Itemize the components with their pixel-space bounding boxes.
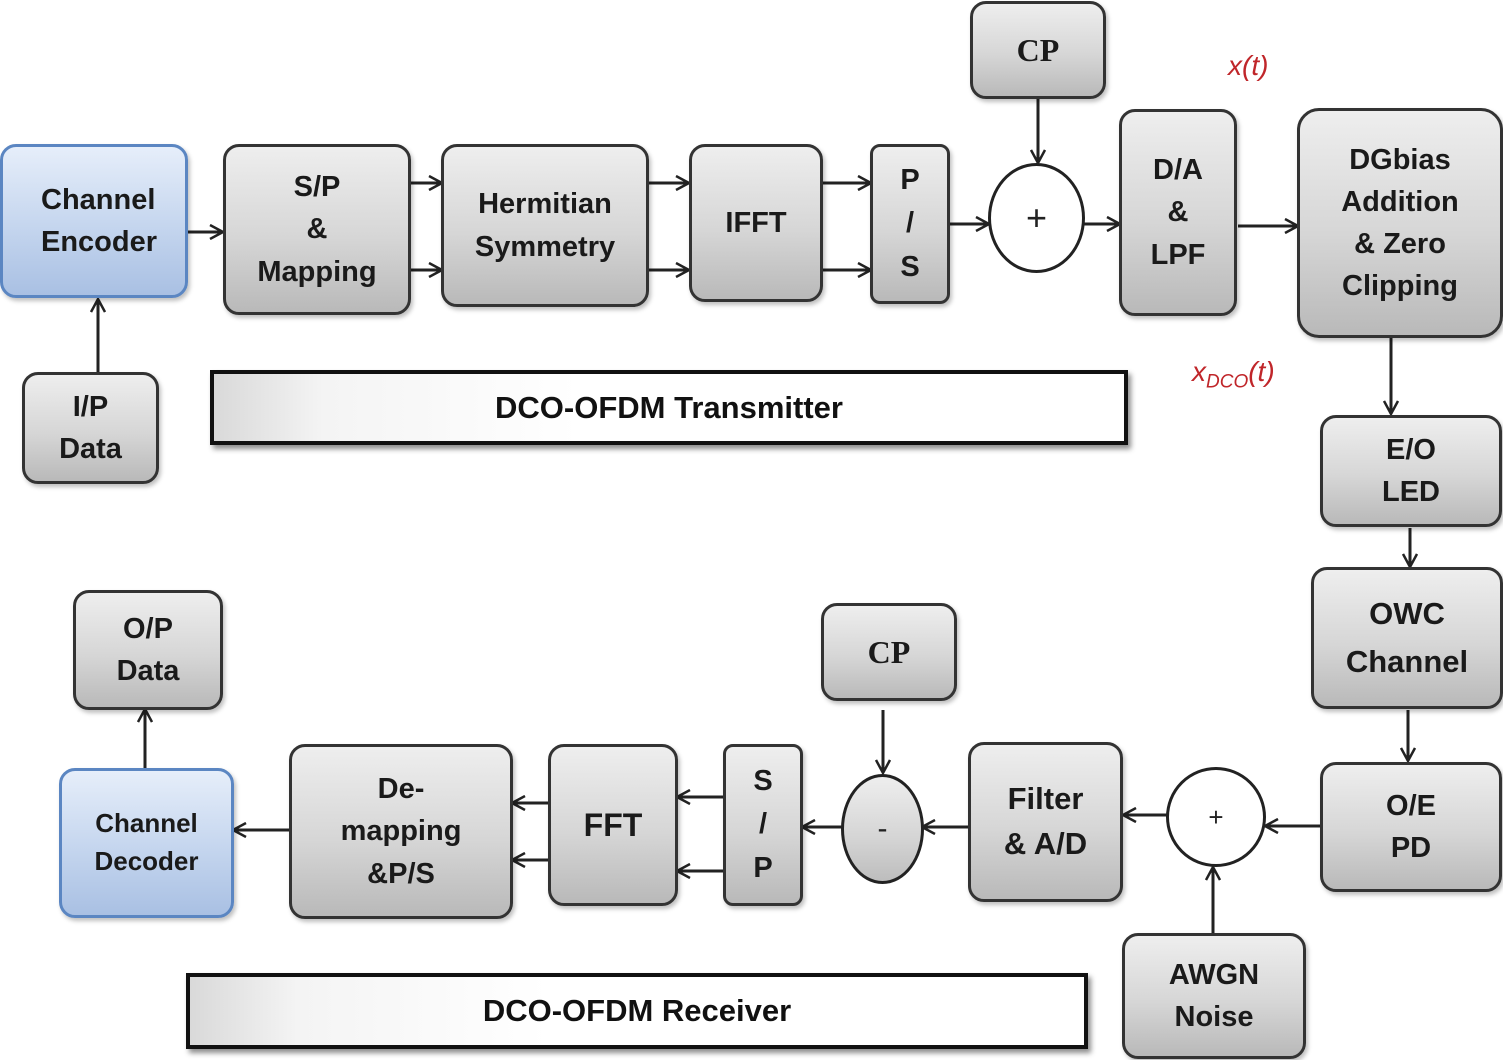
cp-block-receiver: CP — [821, 603, 957, 701]
op-data-block: O/P Data — [73, 590, 223, 710]
subtract-symbol: - — [877, 812, 888, 845]
awgn-noise-block: AWGN Noise — [1122, 933, 1306, 1059]
cp-block-transmitter: CP — [970, 1, 1106, 99]
sp-mapping-block: S/P & Mapping — [223, 144, 411, 315]
filter-ad-block: Filter & A/D — [968, 742, 1123, 902]
fft-block: FFT — [548, 744, 678, 906]
ifft-block: IFFT — [689, 144, 823, 302]
eo-led-block: E/O LED — [1320, 415, 1502, 527]
ps-block: P / S — [870, 144, 950, 304]
channel-encoder-block: Channel Encoder — [0, 144, 188, 298]
da-lpf-block: D/A & LPF — [1119, 109, 1237, 316]
signal-label-xt: x(t) — [1228, 50, 1269, 81]
owc-channel-block: OWC Channel — [1311, 567, 1503, 709]
noise-adder-node: + — [1166, 767, 1266, 867]
channel-decoder-block: Channel Decoder — [59, 768, 234, 918]
adder-node-transmitter: + — [988, 163, 1085, 273]
adder-symbol: + — [1025, 197, 1048, 238]
receiver-title-banner: DCO-OFDM Receiver — [186, 973, 1088, 1049]
sp-block-receiver: S / P — [723, 744, 803, 906]
signal-label-xdco: xDCO(t) — [1192, 356, 1275, 394]
transmitter-title-banner: DCO-OFDM Transmitter — [210, 370, 1128, 445]
oe-pd-block: O/E PD — [1320, 762, 1502, 892]
demapping-ps-block: De- mapping &P/S — [289, 744, 513, 919]
signal-label-xdco-subscript: DCO — [1206, 371, 1249, 393]
dc-bias-clipping-block: DGbias Addition & Zero Clipping — [1297, 108, 1503, 338]
hermitian-symmetry-block: Hermitian Symmetry — [441, 144, 649, 307]
signal-label-xdco-tail: (t) — [1248, 356, 1275, 387]
subtract-node-receiver: - — [841, 774, 924, 884]
signal-label-xdco-main: x — [1192, 356, 1206, 387]
ip-data-block: I/P Data — [22, 372, 159, 484]
noise-adder-symbol: + — [1208, 801, 1224, 832]
